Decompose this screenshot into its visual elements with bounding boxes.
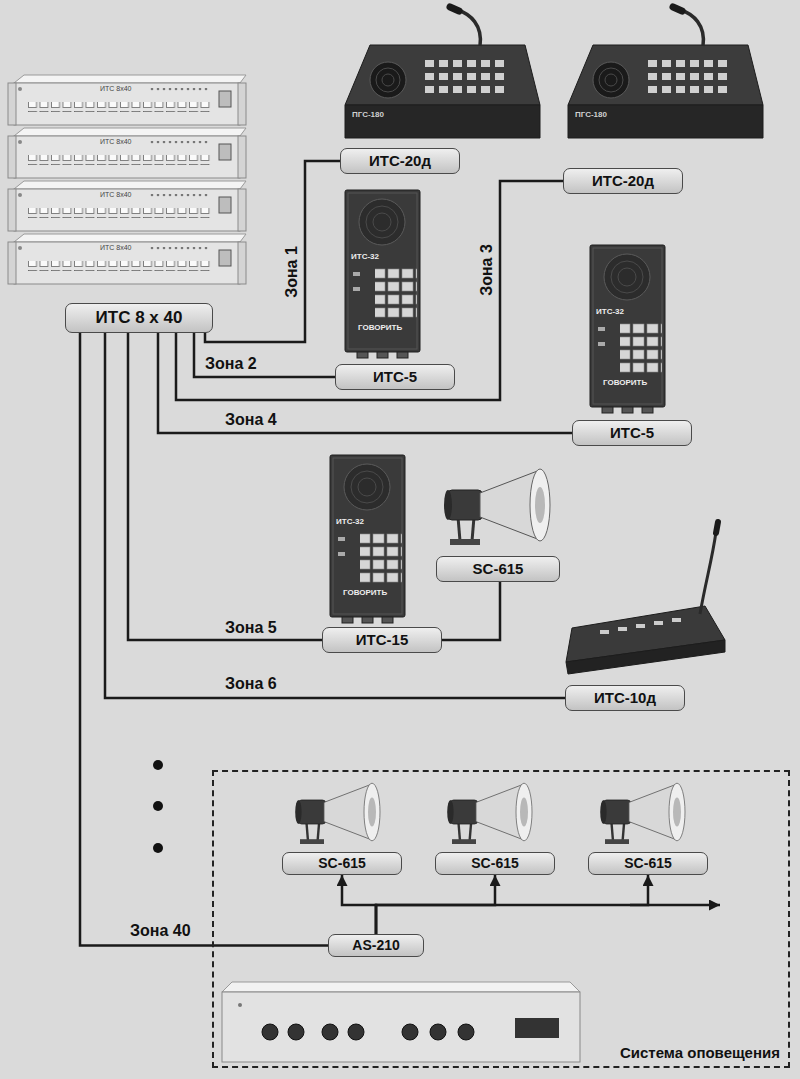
horn-speaker [447,783,532,844]
node-text: ИТС-5 [373,368,417,385]
system-frame: Система оповещения SC-615 SC-615 SC-615AS-2… [212,770,790,1068]
switch-label: ИТС 8 х 40 [65,303,213,333]
device-marking: ИТС-32 [351,253,379,262]
horn-speaker [444,469,550,545]
signal-arrow [376,875,648,934]
desk-console [568,7,763,138]
zone-line [176,181,563,400]
horn-speaker [295,783,380,844]
intercom-panel [590,245,665,413]
desk-console [345,7,540,138]
zone-line [158,333,572,433]
speaker-label: SC-615 [282,852,402,875]
device-marking: ГОВОРИТЬ [603,379,647,388]
zone-line [442,582,500,640]
device-marking: ИТС-32 [596,308,624,317]
device-label: ИТС-20д [340,148,460,174]
speaker-label: SC-615 [588,852,708,875]
device-label: ИТС-10д [565,685,685,711]
device-marking: ГОВОРИТЬ [358,324,402,333]
node-text: AS-210 [352,937,399,953]
zone-label: Зона 5 [225,619,277,637]
node-text: ИТС-15 [356,631,408,648]
speaker-label: SC-615 [436,556,560,582]
device-marking: ИТС 8х40 [100,191,132,199]
signal-arrow [342,875,376,934]
desk-microphone [566,522,725,674]
zone-label: Зона 4 [225,411,277,429]
amplifier [222,982,580,1062]
device-marking: ИТС 8х40 [100,85,132,93]
node-text: ИТС-20д [369,152,431,169]
node-text: ИТС 8 х 40 [96,308,183,328]
speaker-label: SC-615 [435,852,555,875]
rack-unit [8,128,246,178]
amplifier-label: AS-210 [328,934,424,957]
node-text: ИТС-20д [592,172,654,189]
device-label: ИТС-15 [322,627,442,653]
zone-label: Зона 3 [478,244,496,296]
device-label: ИТС-5 [335,364,455,390]
continuation-dots [153,760,163,853]
node-text: SC-615 [318,855,365,871]
zone-line [105,333,565,698]
device-marking: ИТС 8х40 [100,138,132,146]
rack-unit [8,234,246,284]
node-text: ИТС-5 [610,424,654,441]
zone-label: Зона 40 [130,922,191,940]
node-text: SC-615 [471,855,518,871]
intercom-panel [345,190,420,358]
device-marking: ГОВОРИТЬ [343,589,387,598]
horn-speaker [600,783,685,844]
zone-line [205,161,340,342]
device-marking: ПГС-180 [575,111,607,120]
zone-label: Зона 6 [225,675,277,693]
zone-line [128,333,322,640]
intercom-panel [330,455,405,623]
rack-unit [8,181,246,231]
node-text: SC-615 [473,560,524,577]
node-text: ИТС-10д [594,689,656,706]
device-marking: ИТС-32 [336,518,364,527]
zone-label: Зона 1 [283,246,301,298]
device-marking: ПГС-180 [352,111,384,120]
device-label: ИТС-20д [563,168,683,194]
frame-title: Система оповещения [620,1044,780,1061]
node-text: SC-615 [624,855,671,871]
zone-label: Зона 2 [205,355,257,373]
device-marking: ИТС 8х40 [100,244,132,252]
zone-line [194,333,335,377]
device-label: ИТС-5 [572,420,692,446]
rack-unit [8,75,246,125]
